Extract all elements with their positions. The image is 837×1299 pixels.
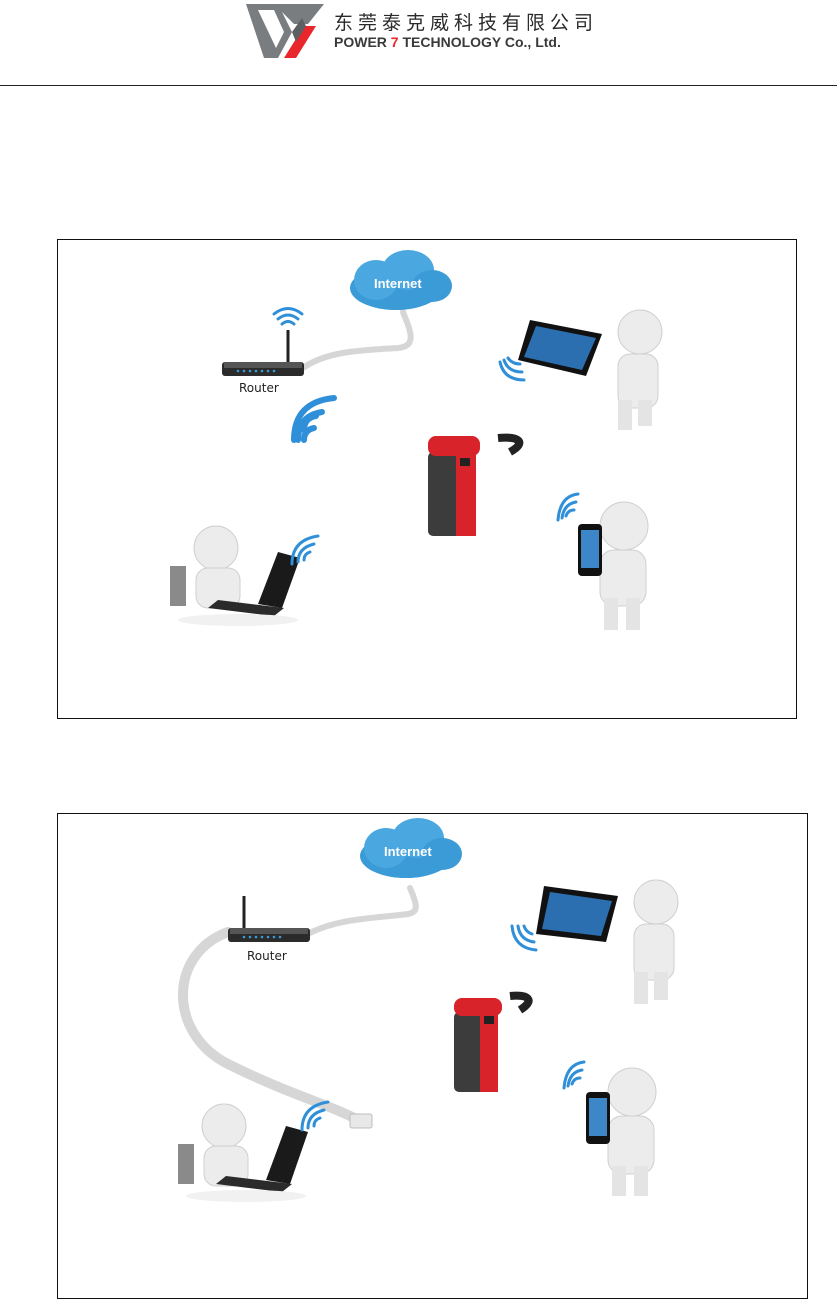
- tablet-user-icon: [536, 880, 678, 1004]
- header-divider: [0, 85, 837, 86]
- page-header: 东莞泰克威科技有限公司 POWER 7 TECHNOLOGY Co., Ltd.: [0, 0, 837, 86]
- router-icon: Router: [222, 330, 304, 395]
- phone-wifi-icon: [564, 1062, 584, 1088]
- phone-wifi-icon: [558, 494, 578, 520]
- internet-cable: [308, 888, 416, 934]
- router-wifi-icon: [274, 309, 302, 325]
- company-logo: [244, 2, 326, 60]
- company-name-en: POWER 7 TECHNOLOGY Co., Ltd.: [334, 34, 561, 50]
- router-icon: Router: [228, 896, 310, 963]
- phone-user-icon: [586, 1068, 656, 1196]
- network-diagram-cable: Internet Router: [57, 813, 808, 1299]
- internet-cable: [303, 312, 411, 368]
- internet-cloud-icon: Internet: [350, 250, 452, 310]
- tablet-user-icon: [518, 310, 662, 430]
- tablet-wifi-icon: [500, 358, 524, 380]
- ethernet-plug-icon: [350, 1114, 372, 1128]
- router-label: Router: [239, 381, 279, 395]
- router-signal-icon: [294, 398, 334, 440]
- laptop-user-icon: [170, 526, 300, 626]
- tablet-wifi-icon: [512, 926, 536, 950]
- wifi-storage-device-icon: [428, 436, 519, 536]
- company-name-cn: 东莞泰克威科技有限公司: [334, 8, 598, 35]
- network-diagram-wireless: Internet Router: [57, 239, 797, 719]
- wifi-storage-device-icon: [454, 996, 529, 1092]
- router-label: Router: [247, 949, 287, 963]
- laptop-user-icon: [178, 1104, 308, 1202]
- internet-label: Internet: [384, 844, 432, 859]
- internet-label: Internet: [374, 276, 422, 291]
- internet-cloud-icon: Internet: [360, 818, 462, 878]
- phone-user-icon: [578, 502, 648, 630]
